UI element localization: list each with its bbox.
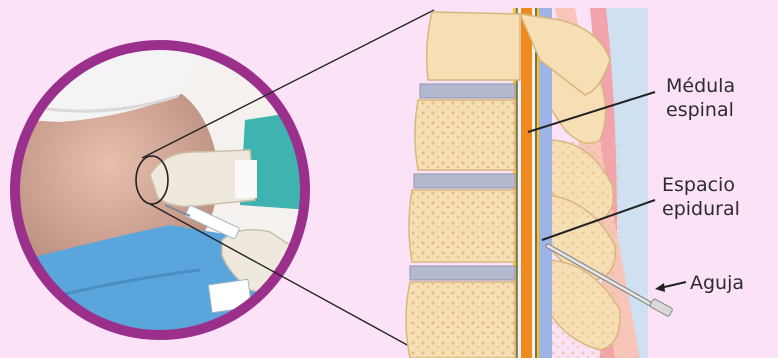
pointer-needle <box>655 282 686 292</box>
label-epidural-line2: epidural <box>662 197 740 221</box>
vertebral-bodies <box>406 12 520 358</box>
label-spinal-cord-line1: Médula <box>666 74 735 98</box>
spine-section <box>406 8 648 358</box>
label-spinal-cord: Médula espinal <box>666 74 735 122</box>
label-epidural-space: Espacio epidural <box>662 173 740 221</box>
label-needle: Aguja <box>690 271 744 295</box>
spinal-cord <box>521 8 532 358</box>
label-epidural-line1: Espacio <box>662 173 740 197</box>
photo-circle <box>10 40 310 340</box>
label-spinal-cord-line2: espinal <box>666 98 735 122</box>
